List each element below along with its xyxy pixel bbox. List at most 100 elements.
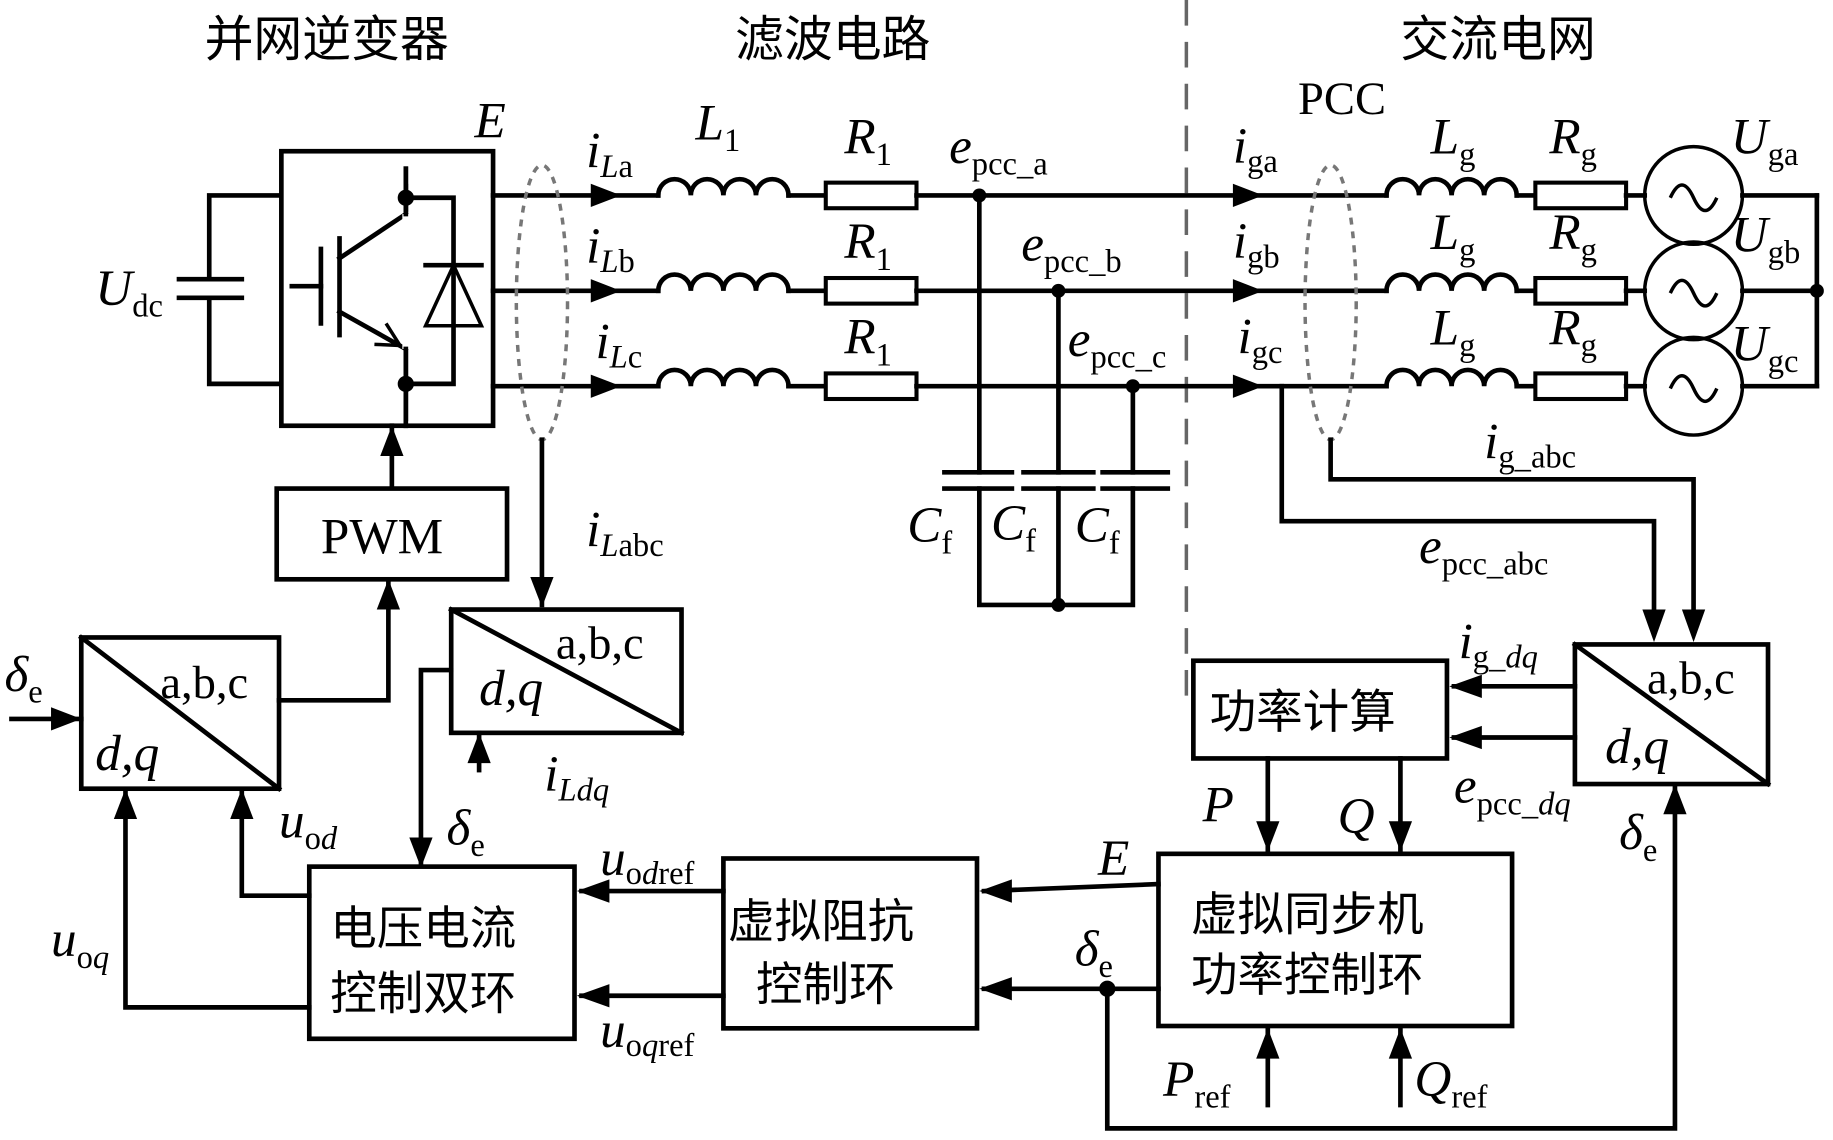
capacitor-star-dot [1051, 597, 1066, 612]
phase-b-line [490, 275, 1820, 306]
iga-label: iga [1233, 118, 1278, 180]
transform-mid-abc: a,b,c [556, 618, 644, 669]
epcc-a-label: epcc_a [949, 118, 1048, 183]
arrow-uodref [576, 879, 610, 903]
neutral-dot [1809, 283, 1824, 298]
title-grid: 交流电网 [1400, 11, 1595, 68]
pref-label: Pref [1162, 1051, 1231, 1116]
ugb-label: Ugb [1731, 206, 1801, 271]
transform-right-dq: d,q [1605, 718, 1669, 775]
ilc-label: iLc [595, 313, 642, 375]
uoq-label: uoq [51, 911, 109, 976]
abc-to-dq-grid-transform-block [1571, 641, 1772, 788]
e-label: E [1097, 830, 1129, 887]
epcc-b-label: epcc_b [1021, 216, 1121, 281]
junction-dot [397, 189, 414, 206]
ig-sensing-ellipse [1303, 163, 1358, 442]
pwm-label: PWM [321, 509, 443, 566]
ac-source-b-icon [1642, 240, 1745, 342]
rg-label-c: Rg [1548, 299, 1597, 364]
lg-label-c: Lg [1430, 299, 1476, 364]
ig-dq-label: ig_dq [1459, 613, 1538, 675]
q-label: Q [1338, 788, 1375, 845]
arrow-to-pwm [376, 579, 401, 610]
arrow-e [979, 879, 1012, 903]
virtual-impedance-block [721, 856, 980, 1031]
vsg-line2: 功率控制环 [1191, 948, 1424, 1002]
ac-source-c-icon [1642, 335, 1745, 437]
ac-source-a-icon [1642, 144, 1745, 247]
arrow-ila [590, 183, 622, 208]
r1-label-a: R1 [843, 109, 892, 174]
pcc-node-b [1051, 283, 1066, 298]
delta-label-right: δe [1619, 804, 1657, 869]
arrow-q [1388, 821, 1413, 852]
delta-label-left: δe [5, 646, 43, 711]
transform-right-abc: a,b,c [1647, 653, 1735, 704]
epcc-dq-label: epcc_dq [1454, 758, 1571, 823]
qref-label: Qref [1414, 1051, 1487, 1116]
cf-label-1: Cf [907, 497, 952, 562]
delta-label-vsg: δe [1075, 921, 1113, 986]
ig-abc-bus [1328, 437, 1696, 631]
dq-to-abc-transform-block [78, 634, 283, 792]
transform-left-abc: a,b,c [160, 658, 248, 709]
arrow-ig-abc [1681, 609, 1706, 643]
uod-label: uod [279, 793, 338, 858]
igc-label: igc [1238, 309, 1283, 371]
udc-label: Udc [95, 260, 163, 325]
e-line [981, 881, 1161, 894]
il-sensing-ellipse [514, 163, 570, 442]
lg-label-a: Lg [1430, 109, 1476, 174]
dual-loop-line1: 电压电流 [330, 902, 516, 956]
delta-label-mid: δe [447, 800, 485, 865]
pcc-node-a [972, 188, 987, 203]
phase-c-line [490, 370, 1820, 402]
rg-label-b: Rg [1548, 204, 1597, 269]
arrow-iga [1232, 183, 1264, 208]
ila-label: iLa [586, 123, 633, 185]
delta-feedback-line [1104, 784, 1678, 1131]
uoqref-label: uoqref [600, 1002, 694, 1064]
r1-label-b: R1 [843, 213, 892, 278]
dual-loop-line2: 控制双环 [330, 967, 516, 1021]
uga-label: Uga [1731, 109, 1799, 174]
lg-label-b: Lg [1430, 204, 1476, 269]
cf-label-2: Cf [991, 495, 1036, 560]
virtual-impedance-line1: 虚拟阻抗 [728, 895, 914, 949]
igb-label: igb [1233, 213, 1280, 275]
arrow-to-inverter [380, 425, 404, 456]
il-abc-label: iLabc [586, 502, 664, 564]
ugc-label: Ugc [1731, 316, 1799, 381]
pwm-block [274, 486, 510, 582]
uoq-line [123, 788, 312, 1010]
rg-label-a: Rg [1548, 109, 1597, 174]
power-calc-block [1191, 658, 1450, 761]
pcc-node-c [1125, 379, 1140, 394]
arrow-il-abc [530, 576, 554, 608]
arrow-epcc-abc [1642, 609, 1666, 643]
arrow-uoqref [576, 984, 610, 1008]
virtual-impedance-line2: 控制环 [756, 957, 896, 1011]
pcc-label: PCC [1298, 74, 1386, 125]
epcc-abc-bus [1279, 383, 1657, 631]
arrow-uod [230, 788, 254, 819]
arrow-uoq [113, 788, 138, 819]
dc-link-capacitor [176, 193, 284, 387]
r1-label-c: R1 [843, 309, 892, 374]
vsg-power-control-block [1156, 851, 1515, 1029]
uod-line [239, 788, 312, 899]
il-dq-line [418, 667, 454, 869]
phase-a-line [490, 179, 1820, 211]
power-calc-label: 功率计算 [1210, 685, 1396, 739]
abc-to-pwm-line [276, 576, 391, 703]
junction-dot [397, 375, 414, 393]
arrow-epcc-dq [1449, 725, 1482, 750]
inverter-block [279, 148, 496, 429]
epcc-c-label: epcc_c [1068, 311, 1167, 376]
p-label: P [1202, 776, 1234, 833]
cf-label-3: Cf [1075, 497, 1120, 562]
arrow-qref [1388, 1028, 1413, 1059]
ig-abc-label: ig_abc [1484, 413, 1576, 475]
